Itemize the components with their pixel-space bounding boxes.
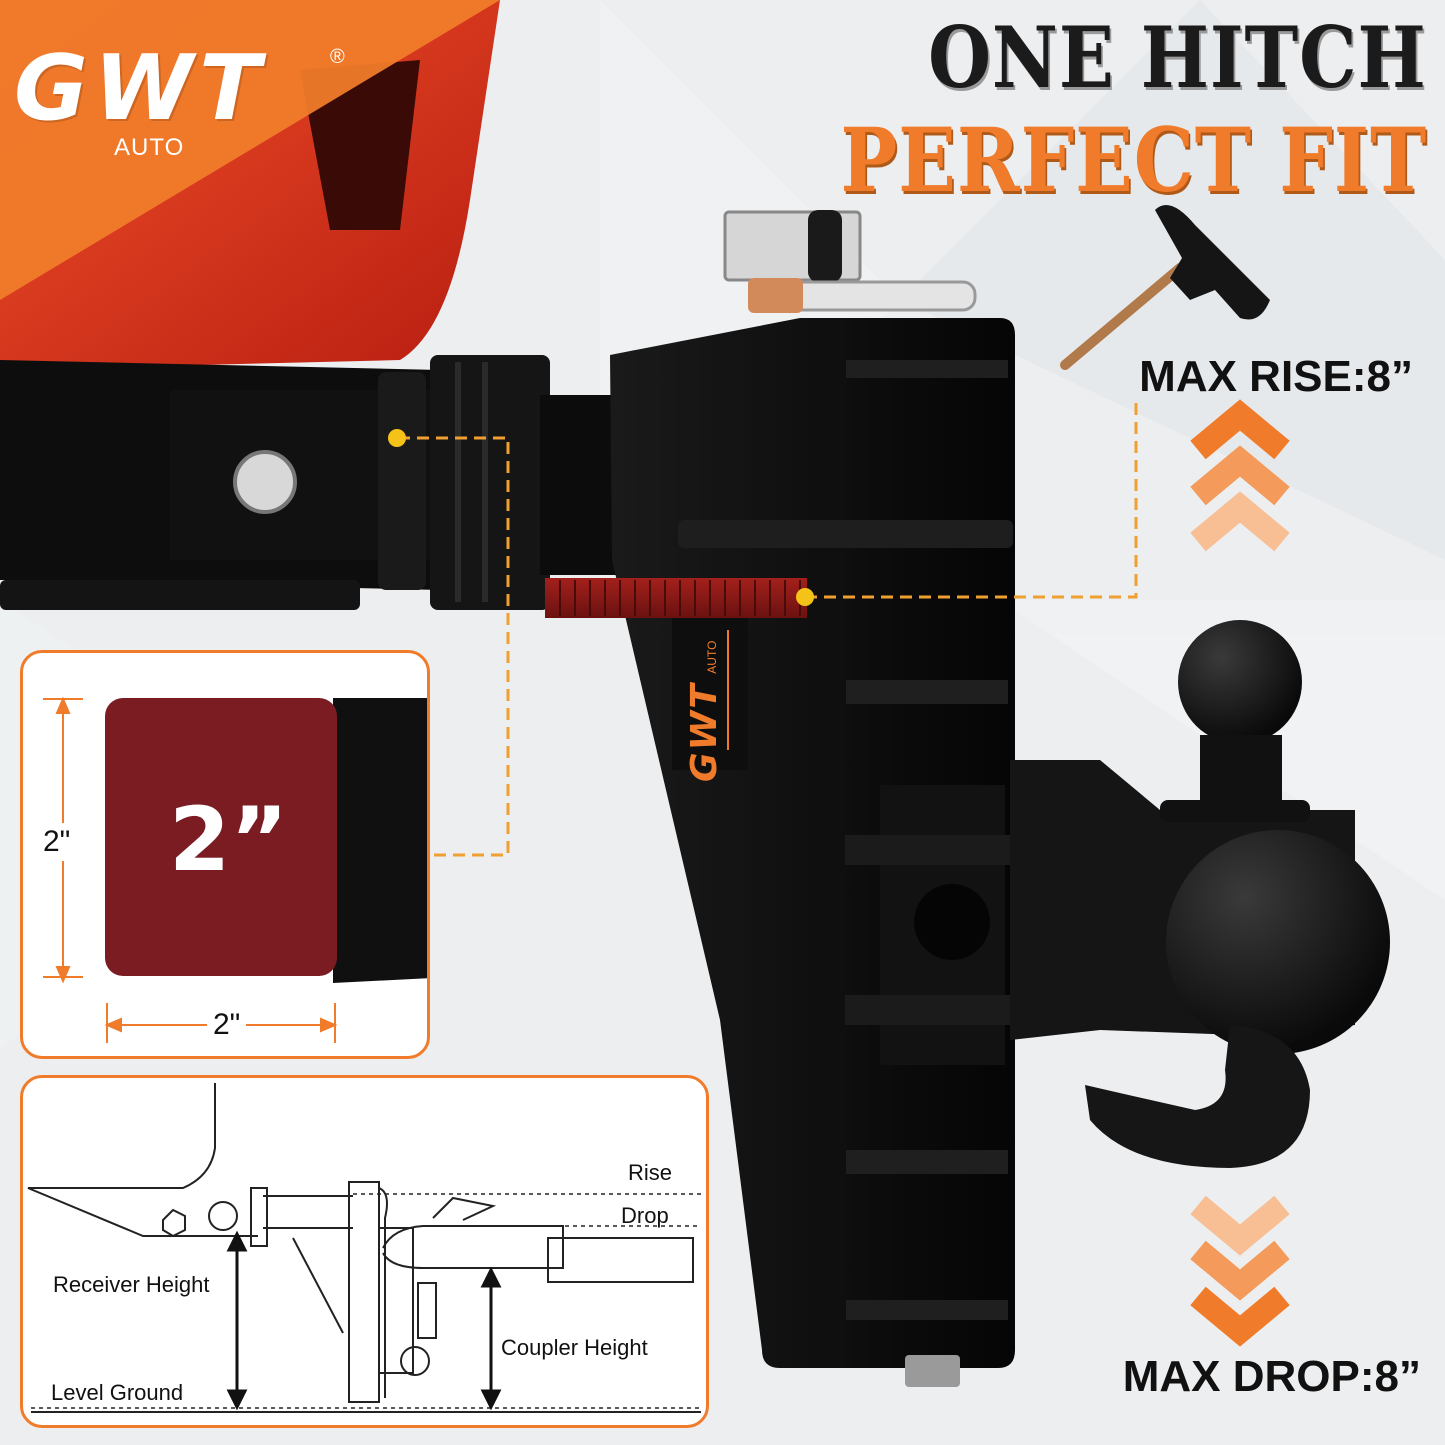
receiver-tube bbox=[170, 372, 430, 590]
brand-name: GWT bbox=[14, 36, 267, 141]
level-ground-label: Level Ground bbox=[51, 1380, 184, 1405]
max-rise-label: MAX RISE:8” bbox=[1139, 352, 1413, 401]
adjustment-bolt bbox=[545, 578, 807, 618]
guide-dot bbox=[796, 588, 814, 606]
receiver-height-dim: 2" bbox=[43, 823, 71, 861]
brand-sub: AUTO bbox=[114, 134, 185, 161]
ball-mount bbox=[845, 620, 1390, 1168]
body-logo-sub: AUTO bbox=[705, 640, 719, 674]
brand-logo: GWT ® AUTO bbox=[14, 36, 345, 164]
locking-pin bbox=[723, 210, 977, 313]
headline-line2: PERFECT FIT bbox=[840, 108, 1427, 212]
headline-line1: ONE HITCH bbox=[928, 8, 1427, 107]
hitch-diagram bbox=[27, 1083, 701, 1413]
logo-banner bbox=[0, 0, 500, 300]
height-diagram-panel: Rise Drop Receiver Height Coupler Height… bbox=[20, 1075, 709, 1428]
registered-mark: ® bbox=[330, 46, 345, 68]
receiver-height-label: Receiver Height bbox=[53, 1272, 210, 1297]
chevron-up-icon bbox=[1190, 399, 1290, 552]
coupler-height-label: Coupler Height bbox=[501, 1335, 648, 1360]
max-drop-label: MAX DROP:8” bbox=[1122, 1352, 1421, 1401]
receiver-size-panel: 2” 2" 2" bbox=[20, 650, 430, 1059]
guide-dot bbox=[388, 429, 406, 447]
chevron-down-icon bbox=[1190, 1195, 1290, 1347]
body-logo-text: GWT AUTO bbox=[684, 602, 725, 782]
receiver-size-label: 2” bbox=[169, 788, 289, 891]
t-handle-wrench-icon bbox=[1060, 205, 1270, 370]
body-logo bbox=[672, 618, 748, 770]
shank bbox=[430, 355, 620, 610]
rise-label: Rise bbox=[628, 1160, 673, 1185]
guide-lines bbox=[398, 400, 1138, 857]
receiver-cross-section bbox=[43, 696, 427, 1043]
drop-label: Drop bbox=[621, 1203, 669, 1228]
receiver-width-dim: 2" bbox=[207, 1008, 247, 1042]
body-logo-name: GWT bbox=[684, 682, 725, 782]
